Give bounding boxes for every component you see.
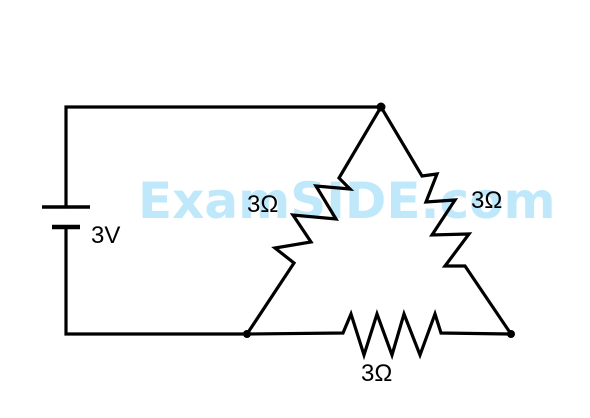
battery-label: 3V	[91, 222, 120, 249]
left-resistor-label: 3Ω	[247, 191, 278, 218]
right-resistor-label: 3Ω	[471, 187, 502, 214]
top-wire	[64, 105, 383, 209]
top-node	[376, 102, 386, 112]
bottom-left-node	[243, 330, 251, 338]
watermark-text: ExamSIDE.com	[138, 172, 556, 230]
bottom-resistor-label: 3Ω	[361, 360, 392, 387]
bottom-right-node	[507, 330, 515, 338]
right-resistor	[379, 105, 513, 336]
left-resistor	[245, 105, 383, 336]
bottom-wire	[64, 225, 249, 336]
bottom-resistor	[245, 309, 513, 361]
